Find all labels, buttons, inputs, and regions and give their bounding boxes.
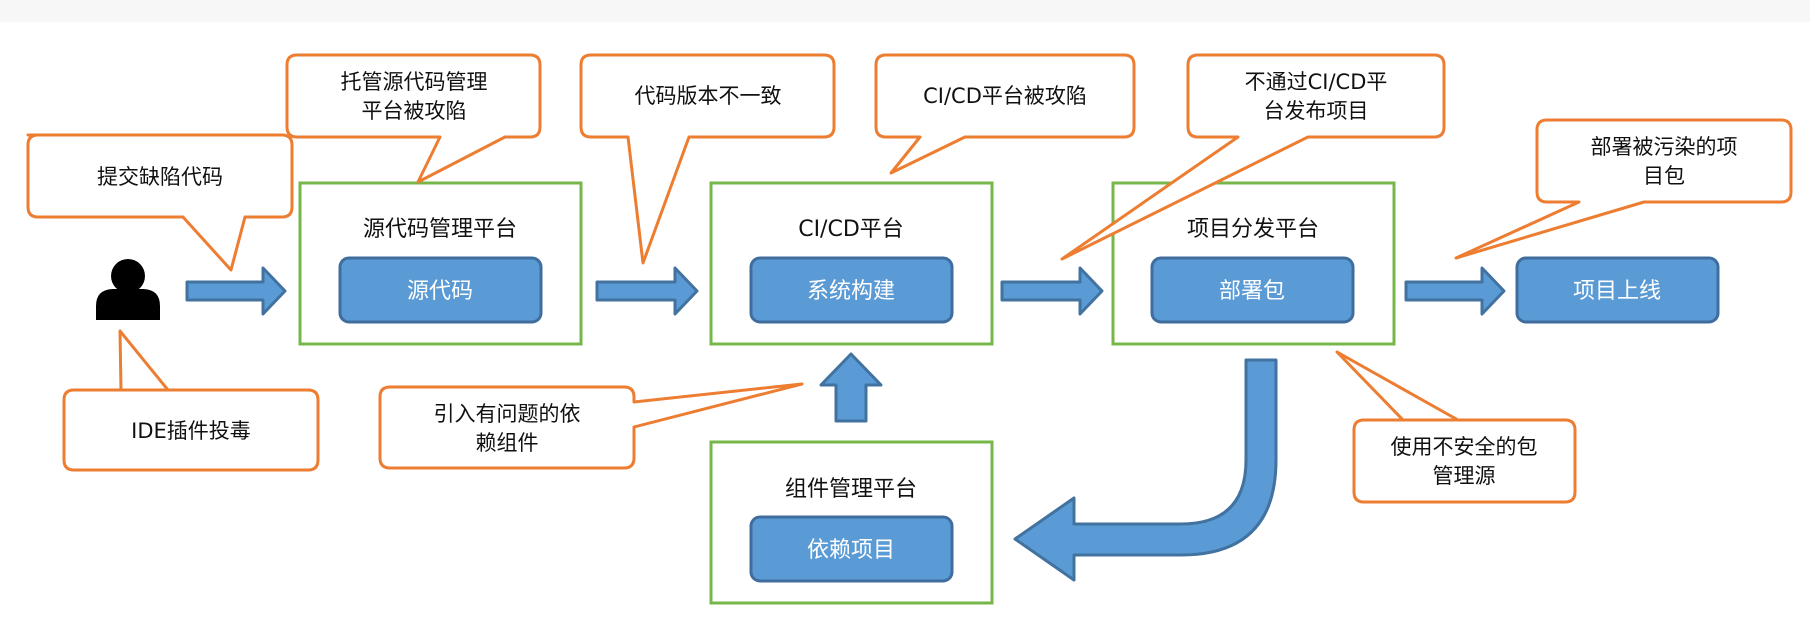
node-box [749,515,954,583]
callout-pkgsrc-text-1: 使用不安全的包 [1391,435,1538,459]
callout-version-text: 代码版本不一致 [635,84,782,108]
callout-scm-hack-text-1: 托管源代码管理 [341,70,488,94]
callout-cicd-hack [874,53,1136,175]
callout-commit-text: 提交缺陷代码 [97,165,223,189]
launch-label: 项目上线 [1573,279,1661,304]
callout-polluted-text-2: 目包 [1643,164,1685,188]
callout-commit [26,133,294,272]
arrow-right-2 [595,266,699,316]
callout-scm-hack [285,53,542,184]
platform-title: CI/CD平台 [798,217,904,242]
platform-title: 源代码管理平台 [363,217,517,242]
arrow-right-3 [1000,266,1104,316]
node-label: 依赖项目 [807,538,895,563]
platform-title: 组件管理平台 [785,477,917,502]
callout-dep [378,382,804,470]
callout-version [579,53,836,265]
arrow-up [819,352,883,423]
node-label: 源代码 [407,279,473,304]
node-box [749,256,954,324]
platform-scm: 源代码管理平台 源代码 [298,181,583,346]
person-icon [96,259,160,320]
callout-ide [62,329,320,472]
callout-pkgsrc-text-2: 管理源 [1433,464,1496,488]
callout-polluted-text-1: 部署被污染的项 [1591,135,1738,159]
callout-dep-text-1: 引入有问题的依 [434,402,581,426]
launch-node: 项目上线 [1515,256,1720,324]
callout-pkgsrc [1335,350,1577,504]
arrow-right-1 [185,266,287,316]
callout-bypass-text-1: 不通过CI/CD平 [1245,70,1388,94]
platform-comp: 组件管理平台 依赖项目 [709,440,994,605]
callout-ide-text: IDE插件投毒 [131,419,251,443]
callout-bypass-text-2: 台发布项目 [1264,99,1369,123]
platform-title: 项目分发平台 [1187,217,1319,242]
callout-bypass [1060,53,1446,261]
top-band [0,0,1810,22]
arrow-curved [1013,358,1278,582]
node-label: 部署包 [1219,279,1285,304]
node-box [338,256,543,324]
platform-cicd: CI/CD平台 系统构建 [709,181,994,346]
node-label: 系统构建 [807,279,895,304]
callout-cicd-hack-text: CI/CD平台被攻陷 [923,84,1087,108]
callout-scm-hack-text-2: 平台被攻陷 [362,99,467,123]
node-box [1150,256,1355,324]
callout-polluted [1454,118,1793,260]
arrow-right-4 [1404,266,1506,316]
callout-dep-text-2: 赖组件 [476,431,539,455]
